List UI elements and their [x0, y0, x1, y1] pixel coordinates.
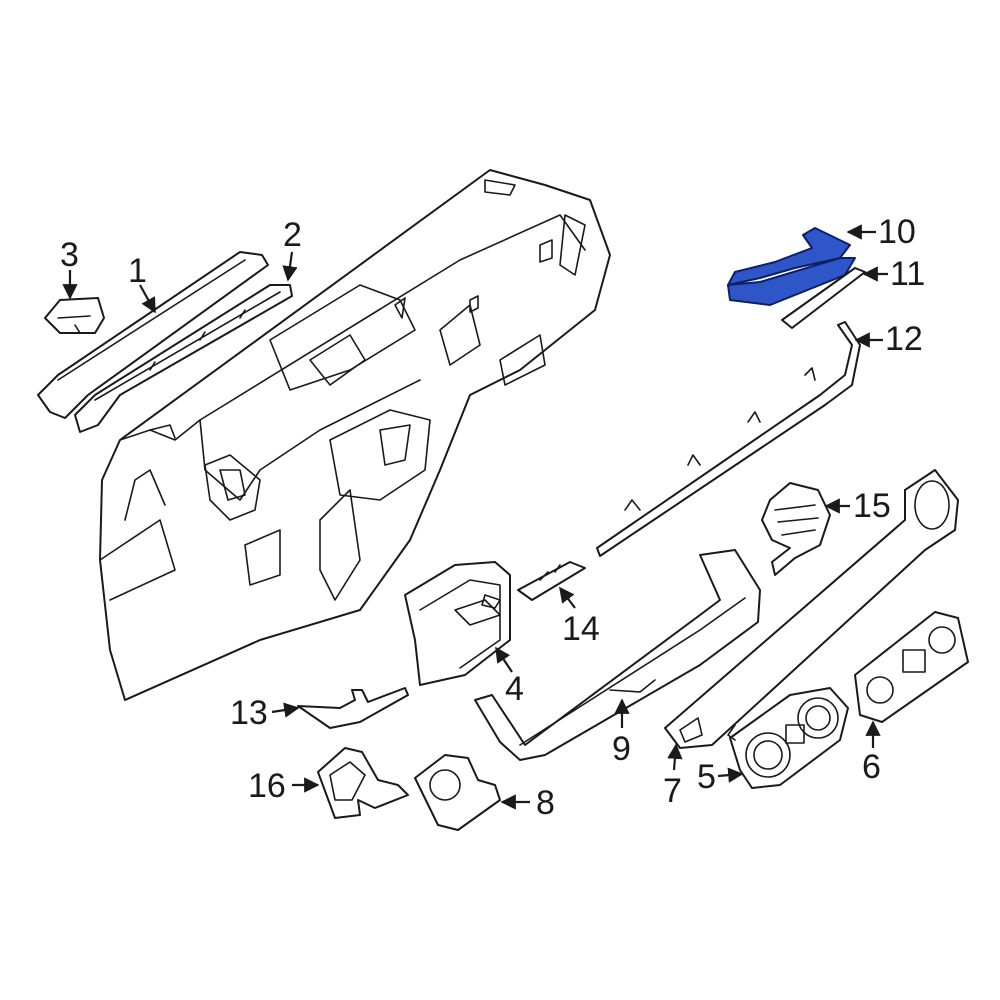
- part-13-bracket: [297, 687, 409, 729]
- callout-6: 6: [862, 748, 881, 786]
- leader-lines: [62, 224, 888, 810]
- callout-7: 7: [663, 772, 682, 810]
- part-8-cover: [414, 754, 501, 831]
- callout-9: 9: [612, 730, 631, 768]
- callout-4: 4: [505, 670, 524, 708]
- callout-14: 14: [562, 610, 600, 648]
- callout-3: 3: [60, 236, 79, 274]
- callout-8: 8: [536, 784, 555, 822]
- leader-13: [271, 702, 300, 718]
- callout-13: 13: [230, 694, 268, 732]
- part-12-molding: [596, 321, 861, 557]
- part-14-clip: [517, 561, 586, 601]
- part-4-cluster-housing: [404, 561, 511, 686]
- part-10-bracket-highlighted: [727, 227, 856, 306]
- part-16-bracket: [317, 747, 409, 819]
- instrument-panel: [99, 169, 611, 701]
- part-3-end-cap: [44, 297, 105, 334]
- leader-1: [139, 284, 156, 314]
- leader-14: [559, 586, 576, 609]
- callout-15: 15: [853, 487, 891, 525]
- callout-5: 5: [697, 758, 716, 796]
- part-1-defroster-trim: [37, 251, 269, 419]
- callout-10: 10: [878, 213, 916, 251]
- part-6-switch-panel: [854, 611, 969, 723]
- leader-7: [667, 743, 683, 771]
- part-15-knob: [761, 482, 831, 576]
- part-5-hvac-control: [727, 687, 849, 789]
- callout-1: 1: [128, 252, 147, 290]
- part-7-bezel: [664, 469, 959, 749]
- leader-4: [495, 646, 513, 673]
- callout-16: 16: [248, 767, 286, 805]
- part-9-lower-trim: [474, 549, 761, 761]
- callout-11: 11: [890, 255, 925, 293]
- callout-labels: 3 1 2 10 11 12 15 14 4 13 9 7 5 6 16 8: [60, 213, 925, 822]
- callout-2: 2: [283, 216, 302, 254]
- callout-12: 12: [885, 320, 923, 358]
- part-2-defroster-grille: [74, 284, 293, 433]
- leader-2: [282, 251, 298, 282]
- leader-5: [717, 767, 744, 783]
